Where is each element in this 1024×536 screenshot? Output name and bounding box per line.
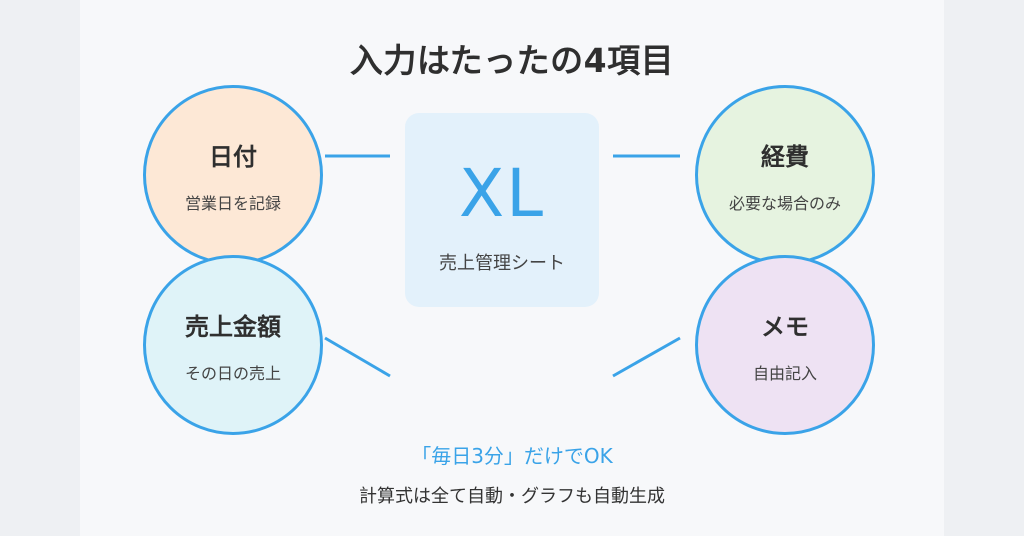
center-caption: 売上管理シート — [439, 253, 565, 274]
item-sales-desc: その日の売上 — [184, 363, 281, 383]
connector-memo — [612, 336, 681, 378]
excel-logo-text: XL — [459, 155, 545, 232]
center-sheet-card: XL 売上管理シート — [405, 113, 599, 307]
item-date-title: 日付 — [209, 142, 257, 171]
connector-lines — [324, 154, 681, 378]
item-expenses-desc: 必要な場合のみ — [728, 193, 841, 213]
item-sales-title: 売上金額 — [185, 312, 281, 341]
footer-note: 計算式は全て自動・グラフも自動生成 — [359, 486, 665, 507]
connector-sales — [324, 336, 391, 378]
item-memo-desc: 自由記入 — [752, 363, 817, 383]
diagram-panel: 入力はたったの4項目 日付 営業日を記録 売上金額 その日の売上 経費 必要な場… — [80, 0, 944, 536]
item-sales: 売上金額 その日の売上 — [143, 255, 323, 435]
item-date: 日付 営業日を記録 — [143, 85, 323, 265]
diagram-title: 入力はたったの4項目 — [349, 41, 675, 80]
item-expenses: 経費 必要な場合のみ — [695, 85, 875, 265]
item-memo-title: メモ — [761, 312, 809, 341]
item-date-desc: 営業日を記録 — [184, 193, 281, 213]
item-expenses-title: 経費 — [761, 142, 809, 171]
item-memo: メモ 自由記入 — [695, 255, 875, 435]
footer-highlight: 「毎日3分」だけでOK — [411, 444, 613, 468]
